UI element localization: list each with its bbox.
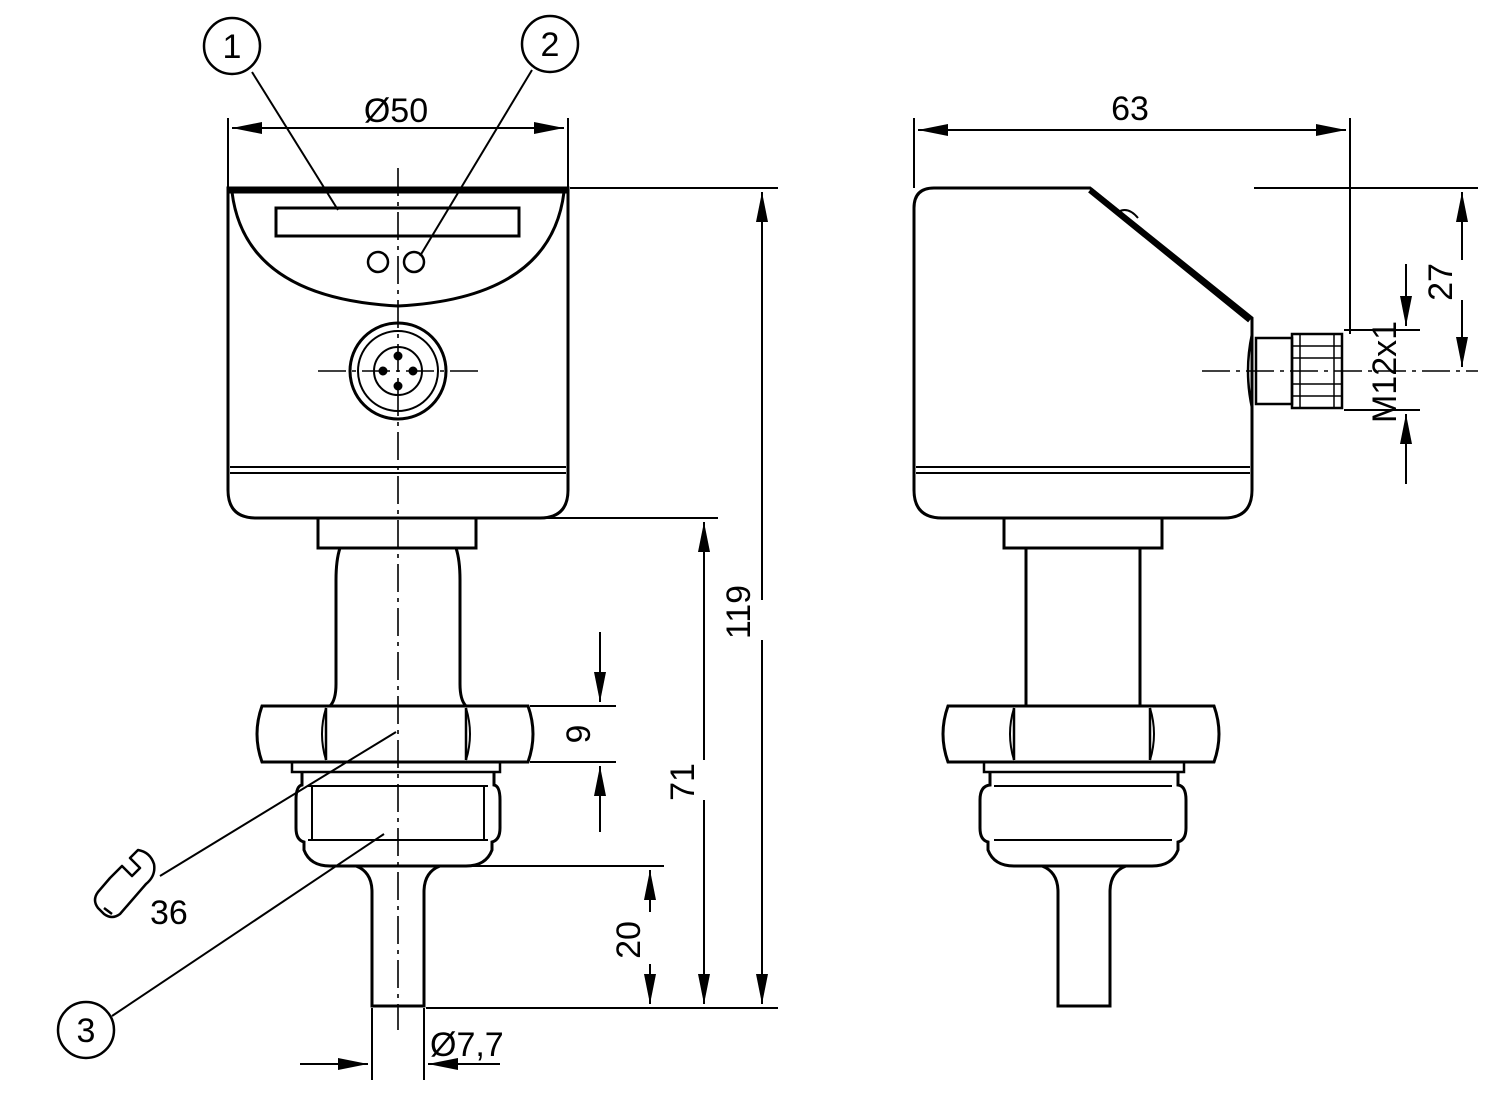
- dim-nut-height: 9: [560, 725, 598, 744]
- callout-3: 3: [56, 1000, 116, 1060]
- side-thread: [978, 772, 1188, 868]
- front-stem: [328, 547, 468, 708]
- led-right: [402, 250, 426, 274]
- front-hex-nut: [255, 704, 535, 764]
- callout-1: 1: [202, 16, 262, 76]
- side-hex-nut: [941, 704, 1221, 764]
- front-dimensions: [111, 69, 778, 1080]
- dim-wrench-size: 36: [150, 894, 188, 932]
- side-probe-tip: [1041, 864, 1127, 1008]
- front-collar: [316, 516, 478, 550]
- dim-height-lower: 71: [664, 763, 702, 801]
- dim-connector-thread: M12x1: [1366, 321, 1404, 423]
- dim-diameter-head: Ø50: [364, 92, 428, 130]
- side-view: [912, 186, 1344, 1008]
- side-stem: [1024, 548, 1142, 706]
- svg-text:1: 1: [223, 28, 242, 66]
- dim-depth: 63: [1111, 90, 1149, 128]
- wrench-icon: [93, 848, 156, 919]
- dim-tip-length: 20: [610, 921, 648, 959]
- side-collar: [1002, 516, 1164, 550]
- led-left: [366, 250, 390, 274]
- dim-connector-offset: 27: [1422, 263, 1460, 301]
- front-thread: [294, 772, 502, 868]
- callout-2: 2: [520, 14, 580, 74]
- side-housing: [912, 186, 1254, 520]
- side-dimensions: [913, 118, 1478, 484]
- front-centerlines: [318, 168, 478, 1030]
- svg-text:2: 2: [541, 26, 560, 64]
- side-washer: [982, 760, 1186, 774]
- dim-height-total: 119: [720, 585, 758, 639]
- front-washer: [290, 760, 502, 774]
- svg-text:3: 3: [77, 1012, 96, 1050]
- dim-tip-diameter: Ø7,7: [430, 1026, 504, 1064]
